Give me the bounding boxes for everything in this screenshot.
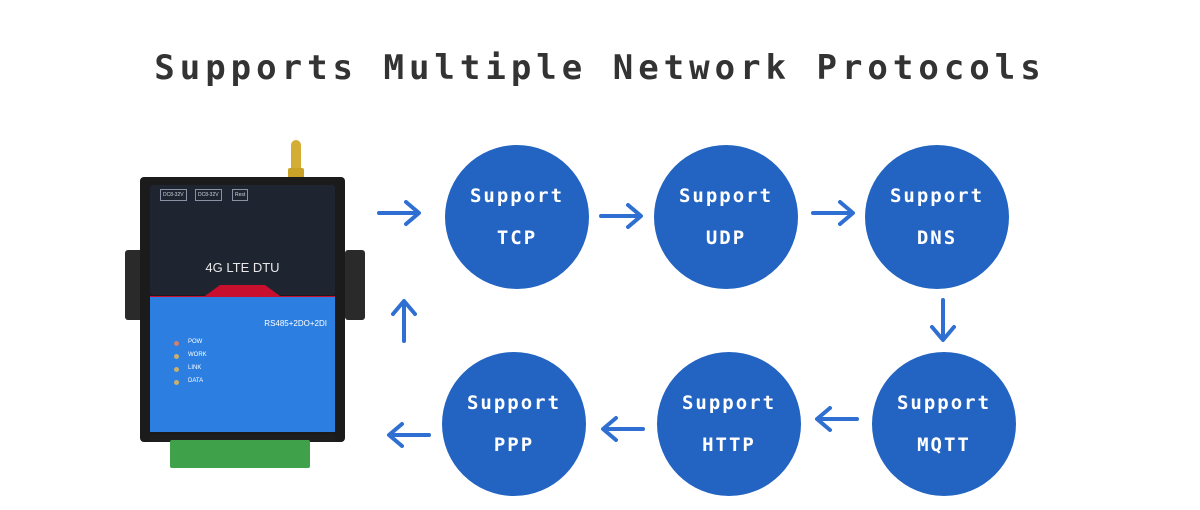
led-indicator	[174, 354, 179, 359]
page-title: Supports Multiple Network Protocols	[154, 48, 1046, 88]
node-line1: Support	[469, 185, 565, 207]
led-label: LINK	[188, 365, 202, 371]
terminal-block	[170, 440, 310, 468]
node-line1: Support	[896, 392, 992, 414]
led-indicator	[174, 367, 179, 372]
node-line2: PPP	[493, 434, 535, 456]
antenna	[291, 140, 301, 172]
node-line1: Support	[681, 392, 777, 414]
led-label: WORK	[188, 352, 207, 358]
arrow-right-icon	[599, 203, 643, 229]
node-line1: Support	[678, 185, 774, 207]
dtu-device-image: DC8-32V DC8-32V Rest 4G LTE DTU RS485+2D…	[125, 140, 365, 480]
node-line1: Support	[466, 392, 562, 414]
port-label: Rest	[232, 189, 249, 201]
device-red-band	[150, 285, 335, 300]
led-indicator	[174, 341, 179, 346]
node-line2: DNS	[916, 227, 958, 249]
arrow-right-icon	[811, 200, 855, 226]
node-dns: Support DNS	[865, 145, 1009, 289]
node-line2: TCP	[496, 227, 538, 249]
node-udp: Support UDP	[654, 145, 798, 289]
device-front-panel: RS485+2DO+2DI POW WORK LINK DATA	[150, 297, 335, 432]
arrow-left-icon	[815, 406, 859, 432]
arrow-left-icon	[387, 422, 431, 448]
node-line1: Support	[889, 185, 985, 207]
device-model: RS485+2DO+2DI	[264, 319, 327, 328]
node-http: Support HTTP	[657, 352, 801, 496]
device-top-panel: DC8-32V DC8-32V Rest 4G LTE DTU	[150, 185, 335, 295]
port-label: DC8-32V	[160, 189, 187, 201]
port-label: DC8-32V	[195, 189, 222, 201]
node-mqtt: Support MQTT	[872, 352, 1016, 496]
node-ppp: Support PPP	[442, 352, 586, 496]
arrow-right-icon	[377, 200, 421, 226]
led-label: DATA	[188, 378, 204, 384]
device-name: 4G LTE DTU	[205, 260, 280, 275]
node-line2: UDP	[705, 227, 747, 249]
node-tcp: Support TCP	[445, 145, 589, 289]
arrow-left-icon	[601, 416, 645, 442]
node-line2: HTTP	[702, 434, 756, 456]
device-terminal-panel	[150, 435, 335, 442]
arrow-down-icon	[930, 298, 956, 342]
arrow-up-icon	[391, 299, 417, 343]
led-label: POW	[188, 339, 203, 345]
node-line2: MQTT	[917, 434, 971, 456]
right-mount-bracket	[345, 250, 365, 320]
led-indicator	[174, 380, 179, 385]
device-body: DC8-32V DC8-32V Rest 4G LTE DTU RS485+2D…	[140, 177, 345, 442]
